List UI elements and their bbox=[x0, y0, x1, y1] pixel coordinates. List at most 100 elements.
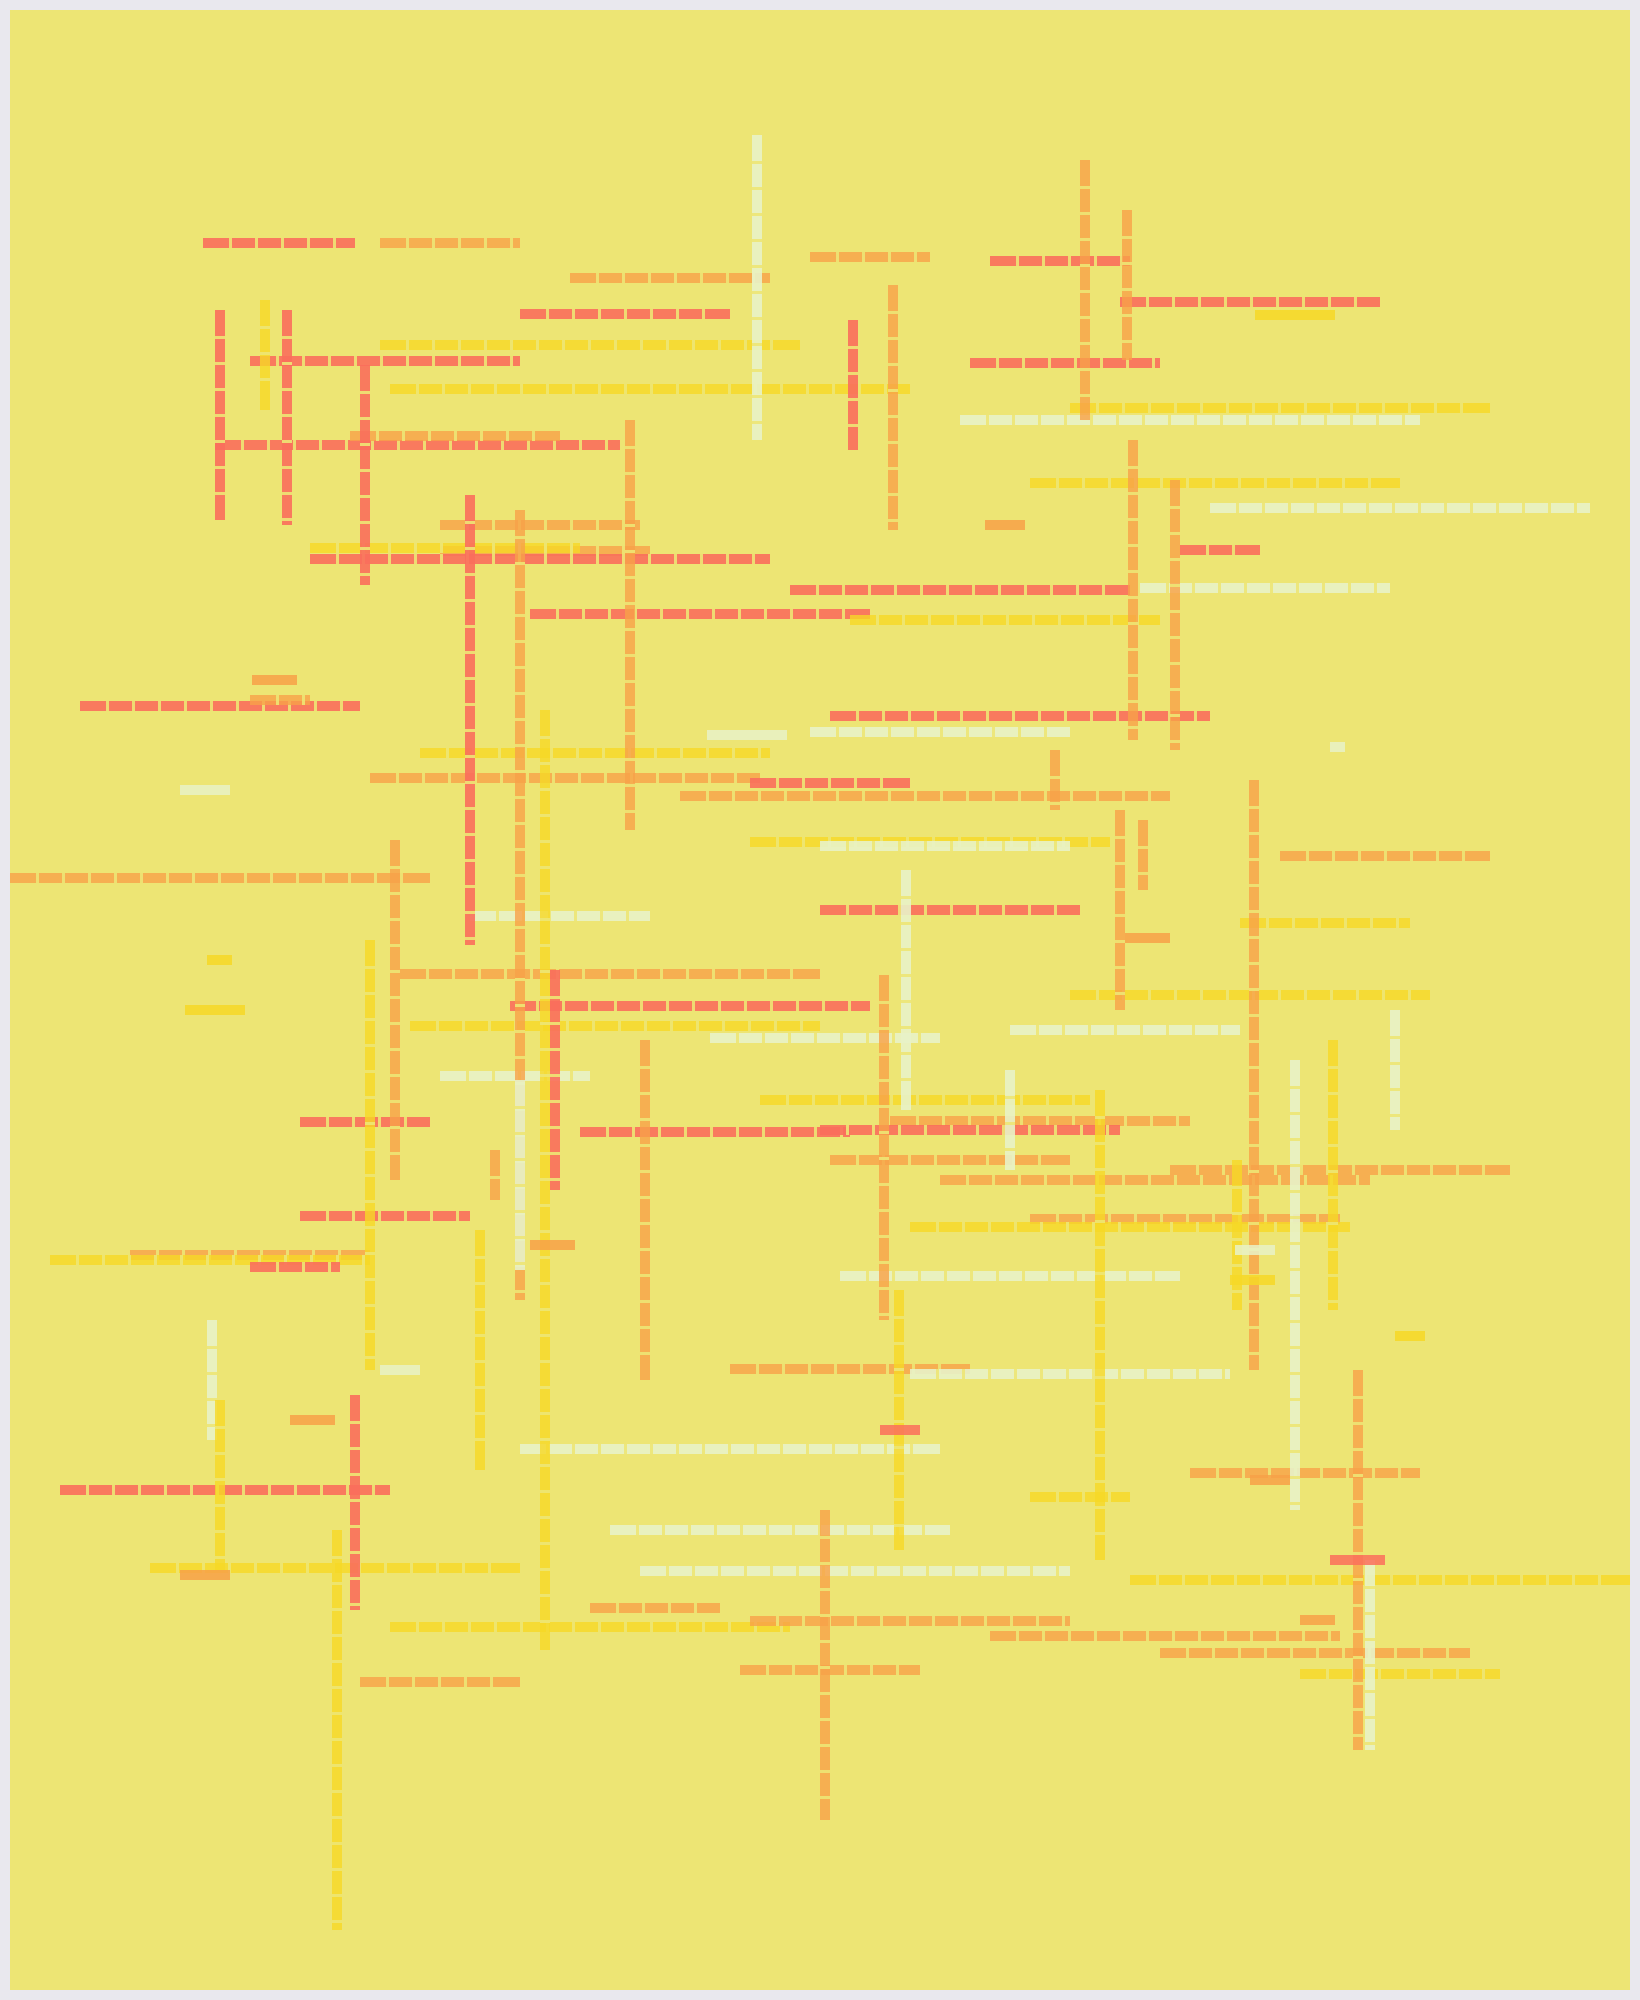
stripe-gap bbox=[1092, 1369, 1095, 1379]
stripe-gap bbox=[371, 440, 374, 450]
stripe-gap bbox=[524, 748, 527, 758]
stripe-gap bbox=[540, 1308, 550, 1311]
stripe-gap bbox=[901, 1000, 911, 1003]
stripe-gap bbox=[1264, 478, 1267, 488]
stripe-gap bbox=[1468, 1575, 1471, 1585]
accent-block-yellow bbox=[1255, 310, 1335, 320]
stripe-gap bbox=[1249, 1300, 1259, 1303]
stripe-gap bbox=[970, 1271, 973, 1281]
stripe-gap bbox=[520, 384, 523, 394]
stripe-gap bbox=[1036, 1616, 1039, 1626]
stripe-gap bbox=[810, 791, 813, 801]
stripe-gap bbox=[1118, 1222, 1121, 1232]
stripe-gap bbox=[492, 1071, 495, 1081]
stripe-gap bbox=[333, 238, 336, 248]
stripe-gap bbox=[1326, 1165, 1329, 1175]
stripe-gap bbox=[625, 784, 635, 787]
stripe-gap bbox=[616, 1603, 619, 1613]
stripe-gap bbox=[1522, 503, 1525, 513]
stripe-gap bbox=[515, 848, 525, 851]
stripe-gap bbox=[1353, 1474, 1363, 1477]
stripe-gap bbox=[812, 1095, 815, 1105]
stripe-gap bbox=[978, 1566, 981, 1576]
stripe-gap bbox=[1328, 1196, 1338, 1199]
stripe-gap bbox=[1398, 1468, 1401, 1478]
stripe-gap bbox=[1122, 1175, 1125, 1185]
stripe-vertical-red bbox=[848, 320, 858, 450]
stripe-gap bbox=[515, 614, 525, 617]
stripe-gap bbox=[1012, 711, 1015, 721]
stripe-gap bbox=[488, 1021, 491, 1031]
stripe-gap bbox=[1434, 403, 1437, 413]
stripe-gap bbox=[515, 1158, 525, 1161]
stripe-gap bbox=[886, 1364, 889, 1374]
stripe-gap bbox=[676, 384, 679, 394]
stripe-gap bbox=[728, 1622, 731, 1632]
stripe-gap bbox=[562, 340, 565, 350]
stripe-gap bbox=[820, 1718, 830, 1721]
stripe-gap bbox=[1249, 1352, 1259, 1355]
stripe-gap bbox=[540, 892, 550, 895]
stripe-gap bbox=[1288, 503, 1291, 513]
stripe-gap bbox=[1160, 1214, 1163, 1224]
stripe-gap bbox=[676, 1622, 679, 1632]
stripe-gap bbox=[328, 356, 331, 366]
stripe-gap bbox=[1058, 615, 1061, 625]
stripe-gap bbox=[1290, 1320, 1300, 1323]
stripe-gap bbox=[465, 807, 475, 810]
stripe-gap bbox=[864, 1095, 867, 1105]
stripe-vertical-orange bbox=[640, 1040, 650, 1380]
stripe-gap bbox=[540, 1464, 550, 1467]
stripe-gap bbox=[1250, 1631, 1253, 1641]
stripe-gap bbox=[1548, 503, 1551, 513]
stripe-gap bbox=[1456, 1165, 1459, 1175]
stripe-gap bbox=[1328, 1222, 1338, 1225]
stripe-gap bbox=[1408, 403, 1411, 413]
stripe-gap bbox=[390, 1022, 400, 1025]
stripe-gap bbox=[1249, 1170, 1259, 1173]
stripe-gap bbox=[640, 1222, 650, 1225]
stripe-gap bbox=[642, 1603, 645, 1613]
stripe-gap bbox=[1249, 910, 1259, 913]
stripe-gap bbox=[868, 585, 871, 595]
stripe-gap bbox=[634, 609, 637, 619]
stripe-gap bbox=[1054, 905, 1057, 915]
stripe-gap bbox=[836, 252, 839, 262]
stripe-gap bbox=[1328, 1066, 1338, 1069]
stripe-gap bbox=[879, 1235, 889, 1238]
stripe-gap bbox=[1128, 544, 1138, 547]
stripe-gap bbox=[484, 356, 487, 366]
stripe-gap bbox=[215, 388, 225, 391]
stripe-gap bbox=[260, 378, 270, 381]
stripe-gap bbox=[465, 859, 475, 862]
stripe-gap bbox=[515, 952, 525, 955]
stripe-gap bbox=[332, 1582, 342, 1585]
stripe-gap bbox=[1138, 846, 1148, 849]
stripe-gap bbox=[640, 1326, 650, 1329]
stripe-gap bbox=[540, 1100, 550, 1103]
stripe-gap bbox=[846, 841, 849, 851]
stripe-gap bbox=[1418, 503, 1421, 513]
stripe-gap bbox=[544, 543, 547, 553]
stripe-gap bbox=[1016, 256, 1019, 266]
stripe-gap bbox=[1222, 1165, 1225, 1175]
stripe-gap bbox=[484, 238, 487, 248]
stripe-gap bbox=[650, 1622, 653, 1632]
stripe-gap bbox=[1344, 918, 1347, 928]
stripe-gap bbox=[1170, 584, 1180, 587]
stripe-gap bbox=[1374, 583, 1377, 593]
stripe-gap bbox=[822, 1001, 825, 1011]
stripe-gap bbox=[1080, 342, 1090, 345]
stripe-gap bbox=[244, 873, 247, 883]
stripe-gap bbox=[640, 1092, 650, 1095]
stripe-gap bbox=[1056, 1566, 1059, 1576]
stripe-gap bbox=[976, 841, 979, 851]
stripe-gap bbox=[1296, 583, 1299, 593]
stripe-gap bbox=[1074, 358, 1077, 368]
stripe-gap bbox=[650, 384, 653, 394]
stripe-gap bbox=[1212, 1214, 1215, 1224]
stripe-gap bbox=[1320, 1468, 1323, 1478]
stripe-gap bbox=[540, 1178, 550, 1181]
stripe-gap bbox=[888, 493, 898, 496]
stripe-gap bbox=[360, 391, 370, 394]
